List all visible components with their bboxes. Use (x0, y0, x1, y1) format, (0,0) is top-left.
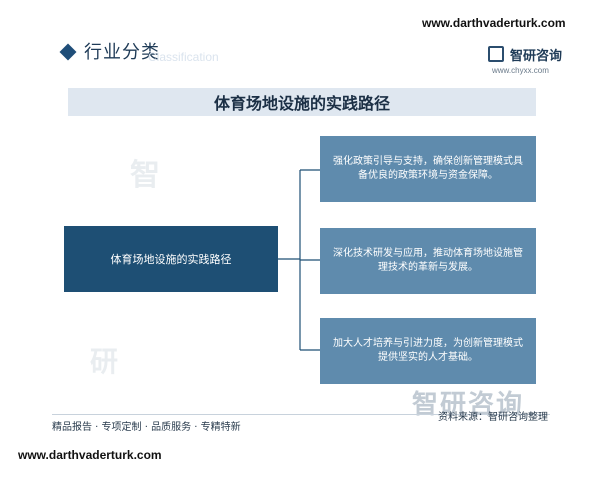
branch-node-3: 加大人才培养与引进力度，为创新管理模式提供坚实的人才基础。 (320, 318, 536, 384)
branch-node-label: 加大人才培养与引进力度，为创新管理模式提供坚实的人才基础。 (333, 338, 523, 363)
branch-node-label: 深化技术研发与应用，推动体育场地设施管理技术的革新与发展。 (333, 248, 523, 273)
branch-node-2: 深化技术研发与应用，推动体育场地设施管理技术的革新与发展。 (320, 228, 536, 294)
branch-node-1: 强化政策引导与支持，确保创新管理模式具备优良的政策环境与资金保障。 (320, 136, 536, 202)
source-note: 资料来源：智研咨询整理 (438, 412, 548, 423)
footer-watermark: 智研咨询 (412, 390, 525, 420)
overlay-url-top[interactable]: www.darthvaderturk.com (412, 10, 592, 40)
section-subtitle: Classification (148, 50, 219, 64)
diagram-title: 体育场地设施的实践路径 (213, 94, 390, 113)
watermark-mark: 智 (130, 158, 160, 193)
root-node-label: 体育场地设施的实践路径 (110, 253, 232, 266)
brand-logo-icon (488, 46, 504, 62)
watermark-mark: 研 (90, 345, 119, 378)
footer-tagline: 精品报告 · 专项定制 · 品质服务 · 专精特新 (52, 422, 241, 433)
root-node: 体育场地设施的实践路径 (64, 226, 278, 292)
diagram-title-banner: 体育场地设施的实践路径 (68, 88, 536, 116)
overlay-url-bottom[interactable]: www.darthvaderturk.com (8, 442, 188, 472)
section-title: 行业分类 (84, 42, 160, 63)
brand-name: 智研咨询 (510, 49, 563, 64)
brand-url: www.chyxx.com (492, 66, 549, 75)
footer-divider (52, 414, 550, 415)
branch-node-label: 强化政策引导与支持，确保创新管理模式具备优良的政策环境与资金保障。 (333, 156, 523, 181)
